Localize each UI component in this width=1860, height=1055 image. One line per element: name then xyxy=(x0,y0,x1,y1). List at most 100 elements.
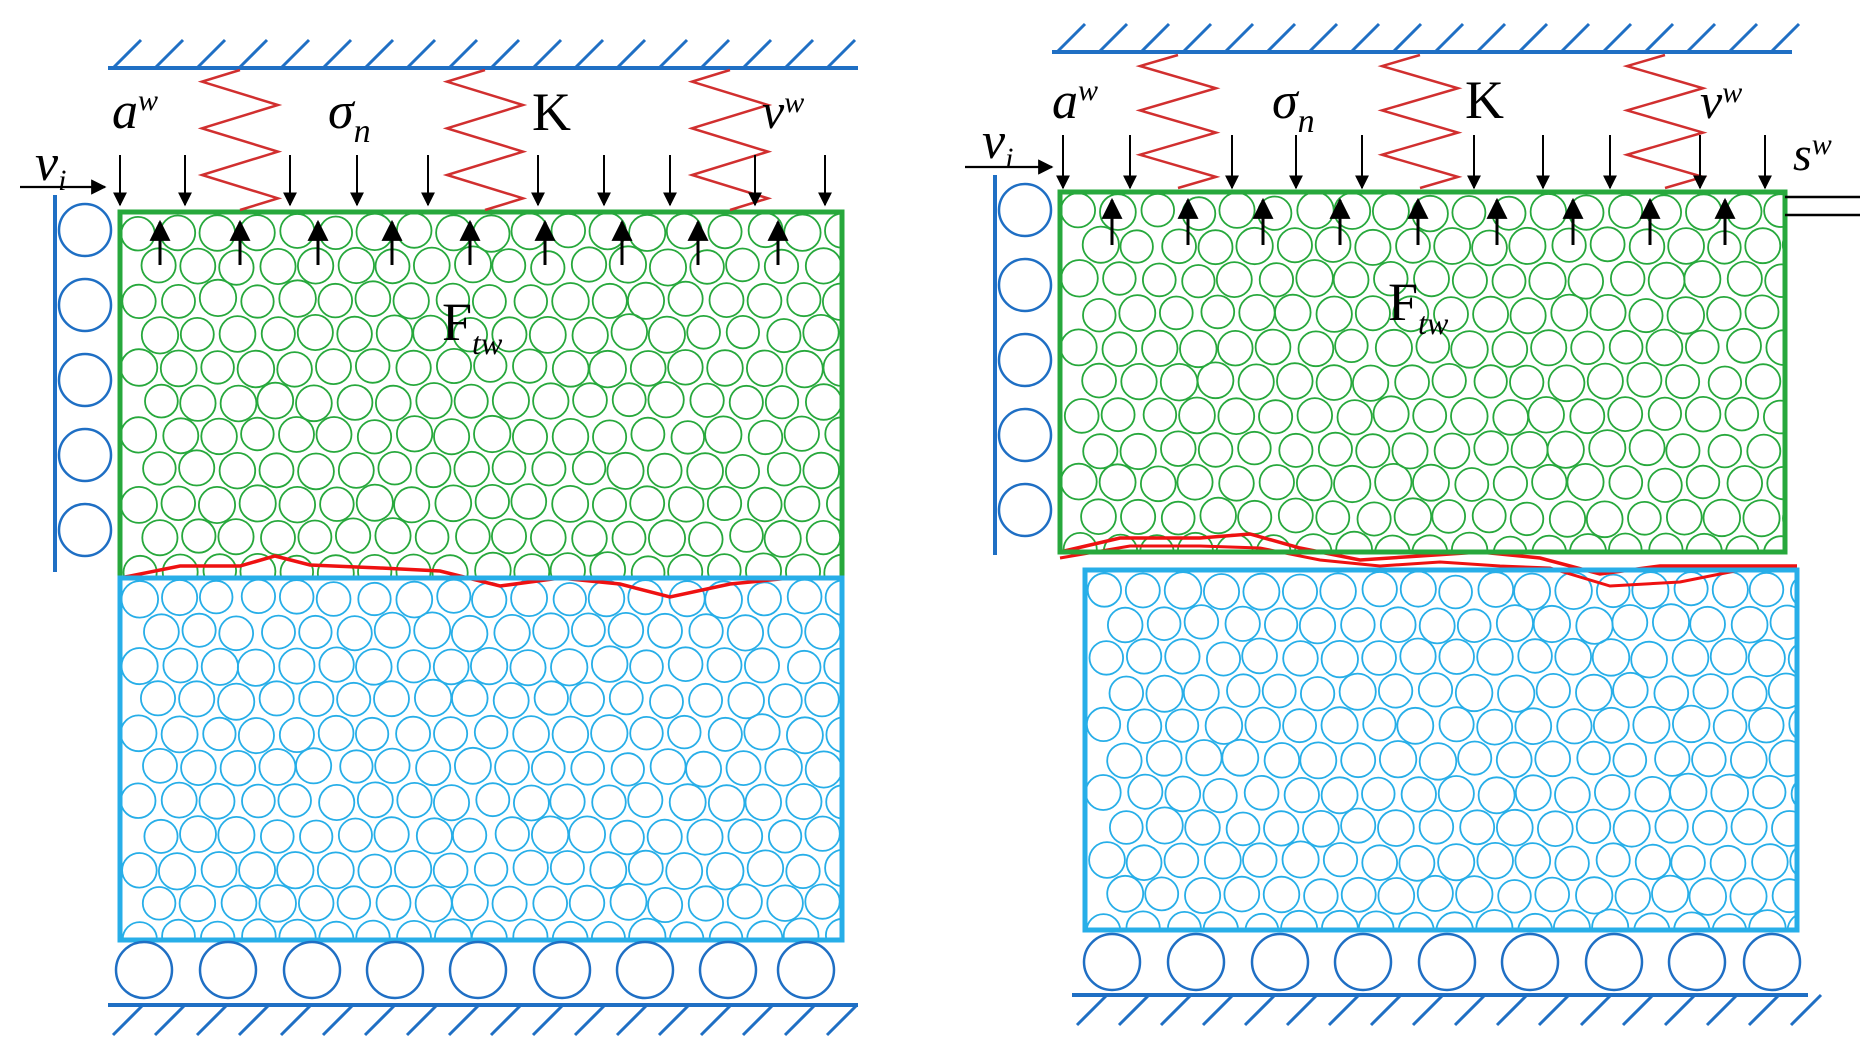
particle xyxy=(764,385,800,420)
particle xyxy=(298,885,335,922)
particle xyxy=(1712,709,1748,744)
roller xyxy=(1250,932,1310,992)
particle xyxy=(1471,498,1507,534)
particle xyxy=(1647,261,1686,300)
particle xyxy=(532,612,570,650)
particle xyxy=(159,214,197,252)
particle xyxy=(767,683,803,718)
particle xyxy=(1589,293,1627,331)
particle xyxy=(704,580,743,619)
particle xyxy=(315,581,352,617)
particle xyxy=(238,484,277,523)
particle xyxy=(569,681,605,718)
particle xyxy=(1355,433,1391,469)
particle xyxy=(140,316,180,355)
particle xyxy=(1377,877,1416,915)
particle xyxy=(1431,362,1467,399)
particle xyxy=(512,849,549,886)
roller xyxy=(1584,932,1644,992)
particle xyxy=(453,746,492,785)
particle xyxy=(1126,708,1163,744)
particle xyxy=(373,816,410,853)
particle xyxy=(551,282,590,321)
particle xyxy=(1476,638,1514,676)
particle xyxy=(297,519,333,555)
hatch-mark xyxy=(1391,22,1423,54)
particle xyxy=(315,348,352,386)
particle xyxy=(277,783,312,818)
particle xyxy=(240,578,276,615)
particle xyxy=(143,613,180,650)
particle xyxy=(607,612,645,649)
particle xyxy=(688,613,724,649)
hatch-mark xyxy=(699,38,731,70)
particle xyxy=(746,282,783,319)
particle xyxy=(1575,673,1613,712)
particle xyxy=(549,850,585,886)
particle xyxy=(1654,740,1691,777)
particle xyxy=(667,553,704,578)
particle xyxy=(1277,497,1314,534)
particle xyxy=(1060,192,1097,229)
particle xyxy=(453,450,490,488)
particle xyxy=(1108,675,1144,711)
hatch-mark xyxy=(615,38,647,70)
particle xyxy=(1566,462,1605,501)
particle xyxy=(1088,841,1126,879)
particle xyxy=(1244,912,1280,930)
particle xyxy=(1731,675,1768,712)
particle xyxy=(1226,673,1261,708)
roller xyxy=(997,407,1053,463)
particle xyxy=(200,647,239,686)
particle xyxy=(1781,234,1785,255)
particle xyxy=(1433,227,1472,265)
particle xyxy=(1412,463,1450,502)
particle xyxy=(1531,463,1568,501)
particle xyxy=(744,783,782,821)
particle xyxy=(646,452,683,489)
particle xyxy=(160,715,199,754)
particle xyxy=(1492,465,1529,501)
particle xyxy=(121,852,158,889)
particle xyxy=(1082,433,1119,470)
particle xyxy=(396,212,433,249)
particle xyxy=(1223,875,1261,913)
particle xyxy=(1320,776,1359,815)
particle xyxy=(725,453,761,489)
particle xyxy=(473,852,509,887)
particle xyxy=(1684,396,1722,433)
particle xyxy=(181,612,217,648)
particle xyxy=(1438,638,1475,675)
particle xyxy=(197,485,236,524)
particle xyxy=(825,784,842,820)
particle xyxy=(647,315,686,354)
particle xyxy=(1711,571,1749,609)
particle xyxy=(1082,298,1117,333)
particle xyxy=(295,384,333,423)
particle xyxy=(1497,879,1532,914)
right-label-a: aw xyxy=(1052,73,1098,130)
particle xyxy=(1646,194,1683,231)
particle xyxy=(824,848,842,888)
particle xyxy=(704,415,743,454)
particle xyxy=(512,418,549,455)
particle xyxy=(1127,773,1164,810)
particle xyxy=(1377,809,1415,847)
particle xyxy=(474,551,512,578)
particle xyxy=(415,382,453,420)
hatch-mark xyxy=(1789,993,1823,1027)
particle xyxy=(1102,261,1137,296)
hatch-mark xyxy=(405,38,437,70)
particle xyxy=(198,278,238,317)
particle xyxy=(334,517,372,554)
hatch-mark xyxy=(1055,22,1087,54)
particle xyxy=(1320,639,1359,679)
right-label-v: vw xyxy=(1700,73,1742,129)
particle xyxy=(1709,637,1748,676)
roller xyxy=(532,940,592,1000)
particle xyxy=(121,283,157,319)
particle xyxy=(1612,671,1649,709)
particle xyxy=(1317,431,1353,467)
particle xyxy=(568,884,606,922)
particle xyxy=(667,646,704,682)
